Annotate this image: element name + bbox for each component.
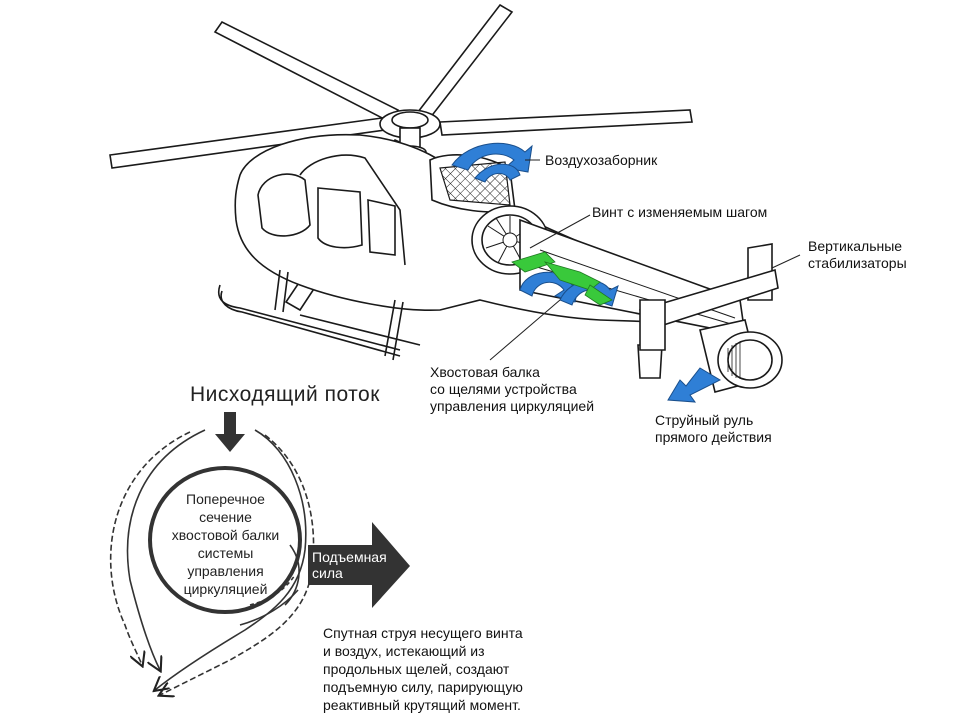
downwash-title: Нисходящий поток [190,383,380,406]
down-arrow-icon [215,412,245,452]
vertical-stabilizers-label: Вертикальные стабилизаторы [808,238,907,271]
direct-jet-thruster-label: Струйный руль прямого действия [655,412,772,445]
cabin-window-1 [317,187,363,249]
variable-pitch-fan-label: Винт с изменяемым шагом [592,204,768,220]
cross-section-label: Поперечное сечение хвостовой балки систе… [171,491,280,597]
description-text: Спутная струя несущего винта и воздух, и… [323,625,523,713]
rotor-blade-1 [213,20,400,124]
circulation-diagram [109,412,410,695]
air-intake-label: Воздухозаборник [545,152,658,168]
thruster-exhaust-arrow [667,367,722,403]
lift-label: Подъемная сила [312,549,387,581]
door-line [299,154,406,266]
cabin-window-2 [367,198,396,256]
tail-boom [519,218,783,393]
landing-skids [218,269,421,361]
lift-arrow-icon [308,522,410,608]
leader-lines [489,159,801,361]
air-intake-arrow [451,142,533,173]
rotor-blade-2 [416,3,514,120]
green-flow [511,251,613,306]
flow-circle-icon [148,466,302,614]
cockpit-window [257,173,311,237]
tail-boom-label: Хвостовая балка со щелями устройства упр… [430,364,595,414]
rotor-blade-3 [439,109,693,136]
